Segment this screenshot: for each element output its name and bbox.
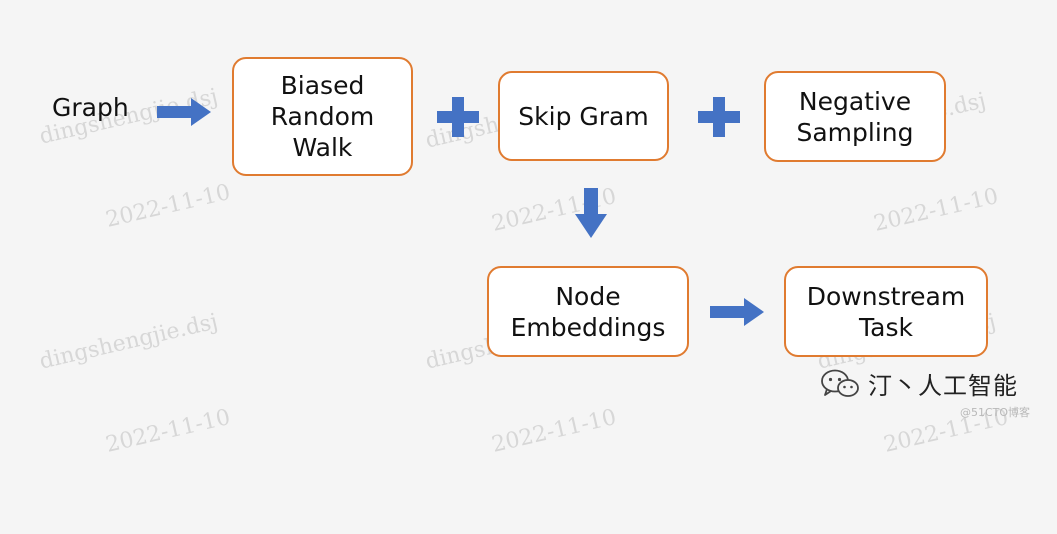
box-line: Task [859,312,913,342]
box-line: Sampling [796,117,914,147]
diagram-canvas: dingshengjie.dsj 2022-11-10 dingshengjie… [22,19,1031,458]
brand-name: 汀丶人工智能 [868,372,1018,400]
graph-label: Graph [52,93,129,122]
watermark: dingshengjie.dsj 2022-11-10 [22,244,257,534]
box-line: Biased [280,71,365,100]
arrow-icon [575,188,607,238]
downstream-task-box: Downstream Task [784,266,988,357]
site-credit: @51CTO博客 [960,406,1031,419]
watermark-line1: dingshengjie.dsj [37,309,221,375]
box-line: Walk [292,133,353,162]
negative-sampling-box: Negative Sampling [764,71,946,162]
plus-icon [437,97,479,137]
biased-random-walk-box: Biased Random Walk [232,57,413,176]
box-line: Skip Gram [518,101,649,131]
plus-icon [698,97,740,137]
watermark-line2: 2022-11-10 [489,404,619,458]
box-line: Random [270,102,375,131]
arrow-icon [710,298,764,326]
box-line: Node [555,281,621,311]
watermark-line2: 2022-11-10 [103,404,233,458]
arrow-icon [157,98,211,126]
box-line: Embeddings [510,312,666,342]
credit: 汀丶人工智能 [820,366,1018,401]
wechat-icon [821,369,859,397]
watermark-line2: 2022-11-10 [103,179,233,233]
box-line: Downstream [806,281,966,311]
watermark: dingshengjie.dsj 2022-11-10 [22,19,257,309]
skip-gram-box: Skip Gram [498,71,669,161]
watermark-line2: 2022-11-10 [871,183,1001,237]
node-embeddings-box: Node Embeddings [487,266,689,357]
box-line: Negative [798,86,912,116]
